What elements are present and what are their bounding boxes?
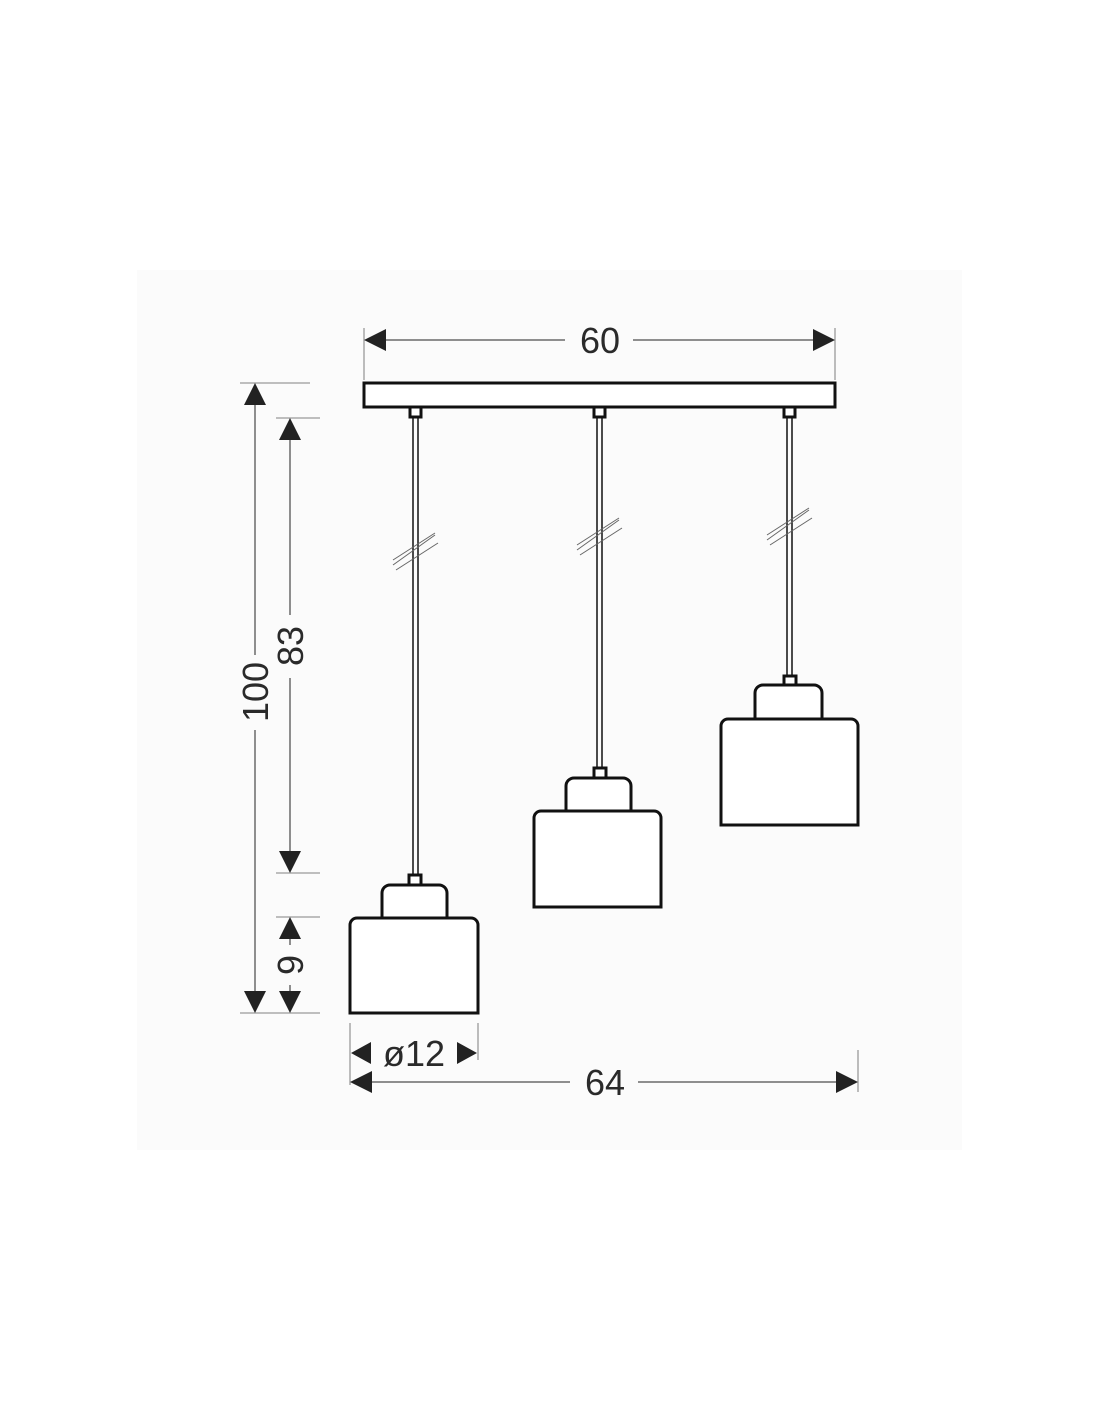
total-height-label: 100 xyxy=(235,662,276,722)
dimension-canopy-width: 60 xyxy=(363,320,836,380)
dimension-cord-length: 83 xyxy=(270,417,320,874)
cord-length-label: 83 xyxy=(270,626,311,666)
canopy-width-label: 60 xyxy=(580,320,620,361)
lamp-2 xyxy=(532,766,663,909)
dimension-shade-diameter: ø12 xyxy=(349,1023,479,1085)
dimension-total-height: 100 xyxy=(235,382,320,1014)
background-panel xyxy=(137,270,962,1150)
cord-2 xyxy=(576,405,623,770)
shade-diameter-label: ø12 xyxy=(383,1033,445,1074)
cord-3 xyxy=(766,405,813,678)
dimension-shade-height: 9 xyxy=(270,916,320,1013)
shade-height-label: 9 xyxy=(270,955,311,975)
lamp-1 xyxy=(348,873,480,1015)
lamp-3 xyxy=(719,674,860,827)
total-width-label: 64 xyxy=(585,1062,625,1103)
cord-1 xyxy=(392,405,439,878)
ceiling-canopy xyxy=(362,381,837,409)
dimension-total-width: 64 xyxy=(350,1050,859,1103)
